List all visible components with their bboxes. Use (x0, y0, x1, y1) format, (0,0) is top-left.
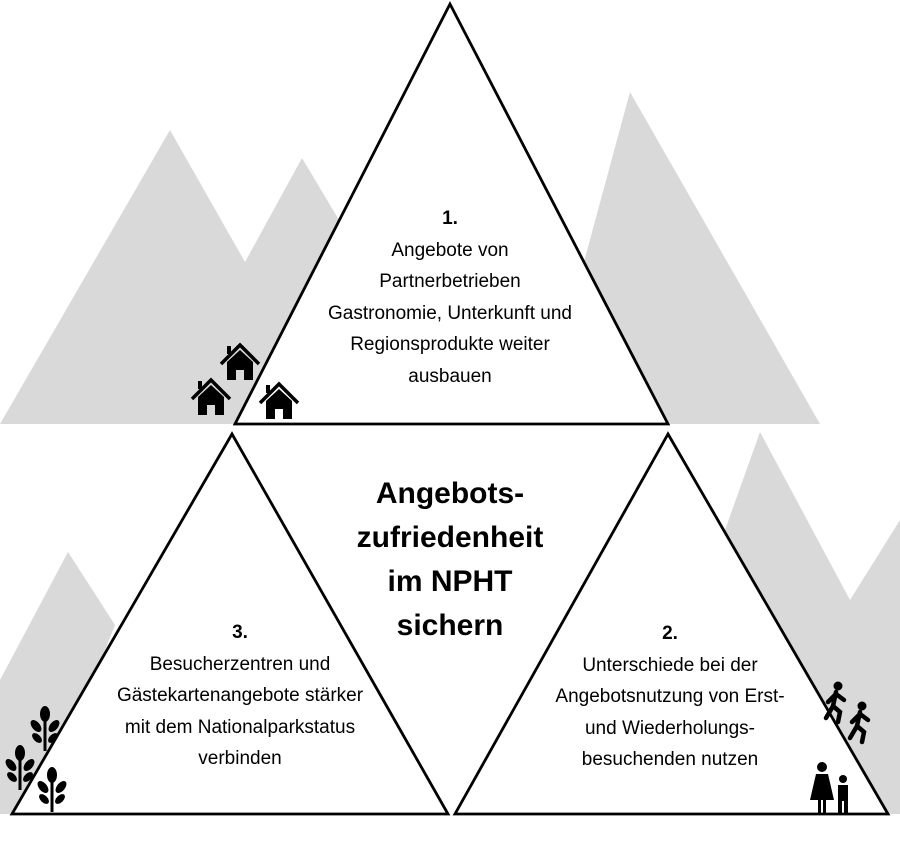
goal-1-line: ausbauen (408, 365, 492, 387)
goal-2-text: 2. Unterschiede bei der Angebotsnutzung … (520, 618, 820, 776)
triangles (9, 0, 891, 816)
goal-2-line: und Wiederholungs- (584, 717, 756, 739)
goal-1-line: Angebote von (391, 239, 509, 261)
goal-1-line: Partnerbetrieben (379, 271, 521, 292)
center-title-line: sichern (396, 609, 504, 642)
mountain-bottom-right (700, 432, 900, 814)
mountain-top-left (0, 130, 345, 424)
triangle-goal-3 (9, 431, 451, 816)
goal-2-line: Unterschiede bei der (582, 654, 758, 676)
goal-1-line: Gastronomie, Unterkunft und (328, 302, 572, 324)
goal-2-line: besuchenden nutzen (581, 749, 759, 770)
goal-1-number: 1. (442, 208, 458, 229)
goal-2-line: Angebotsnutzung von Erst- (555, 686, 785, 707)
triangle-goal-2 (452, 431, 891, 816)
mountain-bottom-left (0, 552, 115, 814)
center-title-line: im NPHT (387, 565, 513, 598)
triangle-goal-1 (232, 0, 671, 426)
child-icon (838, 775, 848, 815)
woman-icon (810, 762, 834, 815)
goal-3-line: Besucherzentren und (149, 653, 331, 675)
center-title-line: zufriedenheit (356, 521, 544, 554)
goal-3-line: mit dem Nationalparkstatus (124, 716, 356, 738)
goal-3-text: 3. Besucherzentren und Gästekartenangebo… (90, 617, 390, 775)
center-title: Angebots- zufriedenheit im NPHT sichern (330, 472, 570, 648)
goal-1-line: Regionsprodukte weiter (350, 334, 550, 355)
goal-3-line: Gästekartenangebote stärker (116, 685, 364, 706)
goal-3-line: verbinden (198, 748, 282, 769)
people-icons (810, 682, 868, 815)
goal-3-number: 3. (232, 622, 248, 643)
center-title-line: Angebots- (375, 477, 525, 510)
goal-1-text: 1. Angebote von Partnerbetrieben Gastron… (290, 203, 610, 392)
goal-2-number: 2. (662, 623, 678, 644)
